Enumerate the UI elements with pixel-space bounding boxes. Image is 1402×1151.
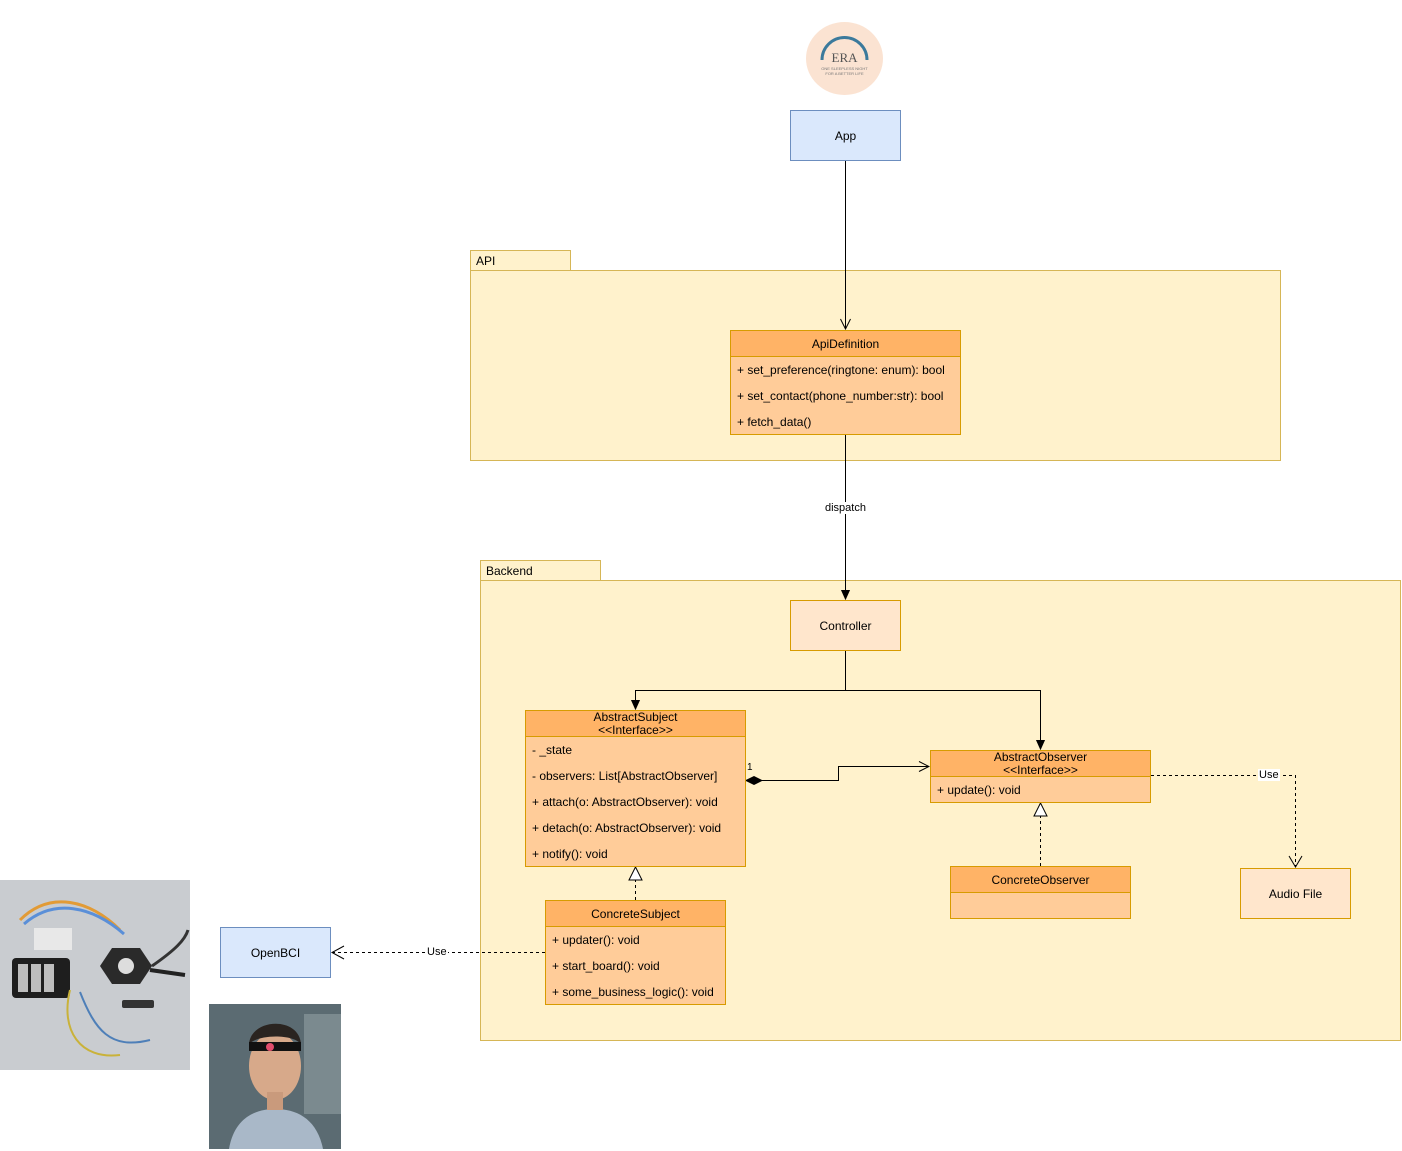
abstract-observer-header: AbstractObserver <<Interface>> (931, 751, 1150, 777)
audio-file-label: Audio File (1268, 886, 1323, 901)
openbci-hardware-image (0, 880, 190, 1070)
audio-file-node[interactable]: Audio File (1240, 868, 1351, 919)
app-label: App (834, 128, 857, 143)
logo-text: ERA (831, 50, 858, 65)
use-label-openbci: Use (426, 946, 448, 958)
openbci-node[interactable]: OpenBCI (220, 927, 331, 978)
edge-controller-to-observer[interactable] (845, 690, 1041, 750)
person-headset-image (209, 1004, 341, 1149)
observer-member: + update(): void (937, 783, 1021, 797)
abstract-subject-class[interactable]: AbstractSubject <<Interface>> - _state -… (525, 710, 746, 867)
concrete-observer-class[interactable]: ConcreteObserver (950, 866, 1131, 919)
person-illustration (209, 1004, 341, 1149)
realization-subject-triangle (628, 865, 643, 881)
subject-member: + notify(): void (532, 847, 608, 861)
eeg-board-illustration (12, 900, 190, 1057)
concrete-subject-class[interactable]: ConcreteSubject + updater(): void + star… (545, 900, 726, 1005)
app-node[interactable]: App (790, 110, 901, 161)
edge-use-openbci-arrowhead (330, 945, 345, 960)
subject-member: + detach(o: AbstractObserver): void (532, 821, 722, 835)
composition-diamond (744, 775, 764, 786)
edge-use-audio-arrowhead (1288, 855, 1303, 868)
concrete-subject-member: + start_board(): void (552, 959, 660, 973)
api-method: + set_preference(ringtone: enum): bool (737, 363, 945, 377)
controller-label: Controller (819, 618, 872, 633)
edge-use-audio[interactable] (1151, 775, 1296, 867)
backend-package-label: Backend (486, 564, 533, 578)
subject-member: - _state (532, 743, 573, 757)
api-definition-class[interactable]: ApiDefinition + set_preference(ringtone:… (730, 330, 961, 435)
controller-node[interactable]: Controller (790, 600, 901, 651)
api-method: + fetch_data() (737, 415, 812, 429)
concrete-subject-member: + updater(): void (552, 933, 640, 947)
era-logo: ERA ONE SLEEPLESS NIGHT FOR A BETTER LIF… (806, 22, 883, 95)
realization-observer-triangle (1033, 801, 1048, 817)
logo-tagline-1: ONE SLEEPLESS NIGHT (821, 66, 868, 71)
concrete-subject-title: ConcreteSubject (546, 901, 725, 927)
subject-member: + attach(o: AbstractObserver): void (532, 795, 718, 809)
concrete-subject-member: + some_business_logic(): void (552, 985, 714, 999)
backend-package-tab[interactable]: Backend (480, 560, 601, 581)
logo-arc-icon (820, 36, 869, 61)
abstract-subject-stereotype: <<Interface>> (598, 723, 673, 737)
abstract-subject-title: AbstractSubject (593, 710, 678, 724)
api-package-label: API (476, 254, 496, 268)
abstract-observer-stereotype: <<Interface>> (1003, 763, 1078, 777)
abstract-subject-header: AbstractSubject <<Interface>> (526, 711, 745, 737)
composition-multiplicity: 1 (747, 762, 753, 773)
logo-tagline-2: FOR A BETTER LIFE (825, 71, 864, 76)
abstract-observer-class[interactable]: AbstractObserver <<Interface>> + update(… (930, 750, 1151, 803)
edge-controller-to-subject[interactable] (636, 650, 846, 709)
openbci-label: OpenBCI (250, 945, 301, 960)
dispatch-label: dispatch (824, 502, 867, 514)
concrete-observer-title: ConcreteObserver (951, 867, 1130, 893)
api-definition-title: ApiDefinition (731, 331, 960, 357)
api-method: + set_contact(phone_number:str): bool (737, 389, 944, 403)
abstract-observer-title: AbstractObserver (993, 750, 1088, 764)
subject-member: - observers: List[AbstractObserver] (532, 769, 718, 783)
edge-composition[interactable] (762, 767, 929, 781)
use-label-audio: Use (1258, 769, 1280, 781)
